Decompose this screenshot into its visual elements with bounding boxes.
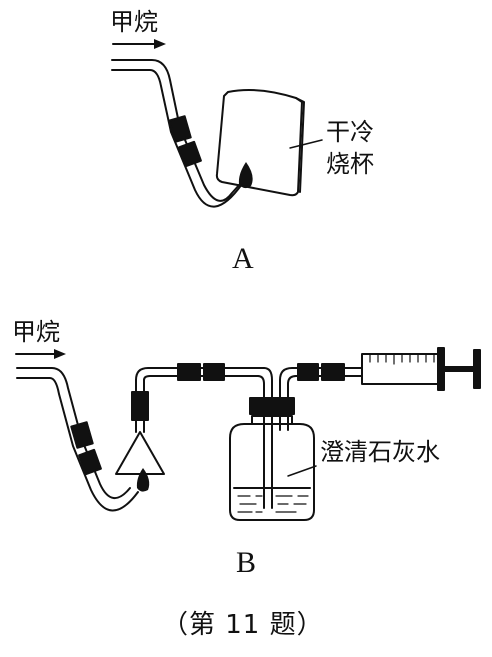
beaker-rim-edge (295, 97, 305, 193)
beaker-label-line1: 干冷 (326, 118, 374, 146)
diagram-b (15, 347, 481, 521)
rubber-connector-b5 (203, 363, 225, 381)
outlet-tube-right (287, 375, 363, 431)
gas-washing-bottle (229, 423, 315, 521)
rubber-connector-a2 (178, 140, 202, 168)
inverted-funnel (115, 431, 165, 475)
rubber-connector-a1 (168, 115, 192, 143)
outlet-tube-left (279, 367, 363, 431)
bottle-leader-line (287, 465, 317, 477)
limewater-hatching (237, 495, 309, 513)
flame-a-icon (238, 162, 253, 189)
dry-cold-beaker (215, 89, 303, 197)
rubber-connector-b2 (78, 448, 102, 476)
syringe-barrel (361, 353, 441, 385)
inlet-tube-left (257, 375, 265, 509)
syringe-graduations (369, 353, 435, 365)
rubber-connector-b3 (131, 391, 149, 421)
rubber-connector-b7 (321, 363, 345, 381)
beaker-label-line2: 烧杯 (326, 150, 374, 178)
panel-label-b: B (236, 546, 257, 579)
glass-tube-b-inner (16, 377, 139, 512)
beaker-leader-line (289, 139, 323, 149)
flame-b-icon (136, 468, 150, 492)
methane-label-b: 甲烷 (12, 318, 60, 346)
rubber-connector-b6 (297, 363, 319, 381)
diagram-a (111, 39, 323, 208)
rubber-connector-b4 (177, 363, 201, 381)
inlet-tube-right (263, 367, 273, 509)
glass-tube-b-outer (16, 367, 131, 499)
tube-b-bottom-line (143, 375, 259, 381)
limewater-label: 澄清石灰水 (320, 438, 440, 466)
rubber-connector-b1 (70, 421, 94, 449)
panel-label-a: A (232, 242, 254, 275)
syringe-plunger-handle (473, 349, 481, 389)
tube-b-top-line (135, 367, 265, 381)
glass-tube-a-inner (111, 69, 243, 208)
arrow-head-b (54, 349, 66, 359)
bottle-stopper (249, 397, 295, 415)
methane-label-a: 甲烷 (110, 8, 158, 36)
figure-caption: （第 11 题） (162, 610, 324, 640)
arrow-head-a (154, 39, 166, 49)
